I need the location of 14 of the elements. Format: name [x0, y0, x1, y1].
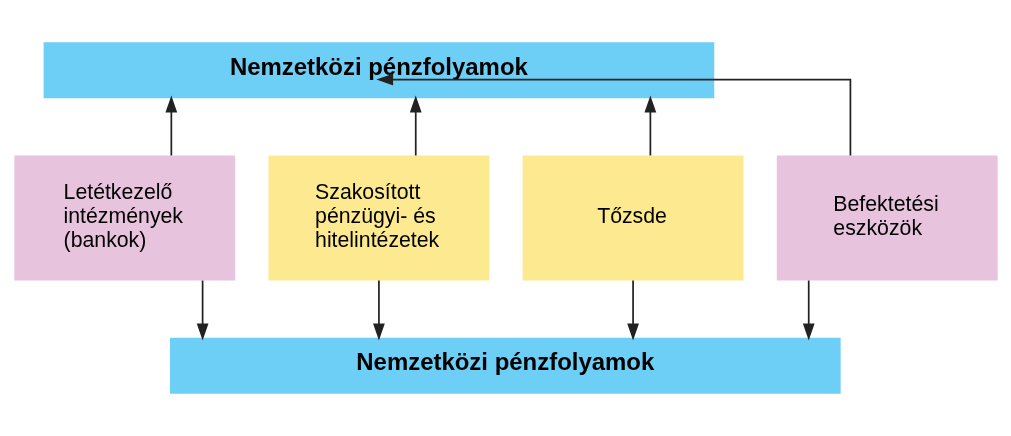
- node-box: Szakosított pénzügyi- és hitelintézetek: [268, 155, 489, 281]
- arrow: [626, 279, 639, 341]
- arrow: [375, 73, 851, 157]
- node-box: Letétkezelő intézmények (bankok): [13, 155, 235, 281]
- node-box: Tőzsde: [522, 155, 743, 281]
- node-box: Nemzetközi pénzfolyamok: [43, 42, 714, 99]
- arrow: [196, 279, 208, 341]
- node-box: Befektetési eszközök: [776, 155, 998, 281]
- arrow: [409, 95, 422, 157]
- arrow: [644, 95, 656, 157]
- arrow: [372, 279, 385, 341]
- arrow: [802, 279, 815, 341]
- node-box: Nemzetközi pénzfolyamok: [169, 337, 841, 394]
- arrow: [164, 95, 177, 157]
